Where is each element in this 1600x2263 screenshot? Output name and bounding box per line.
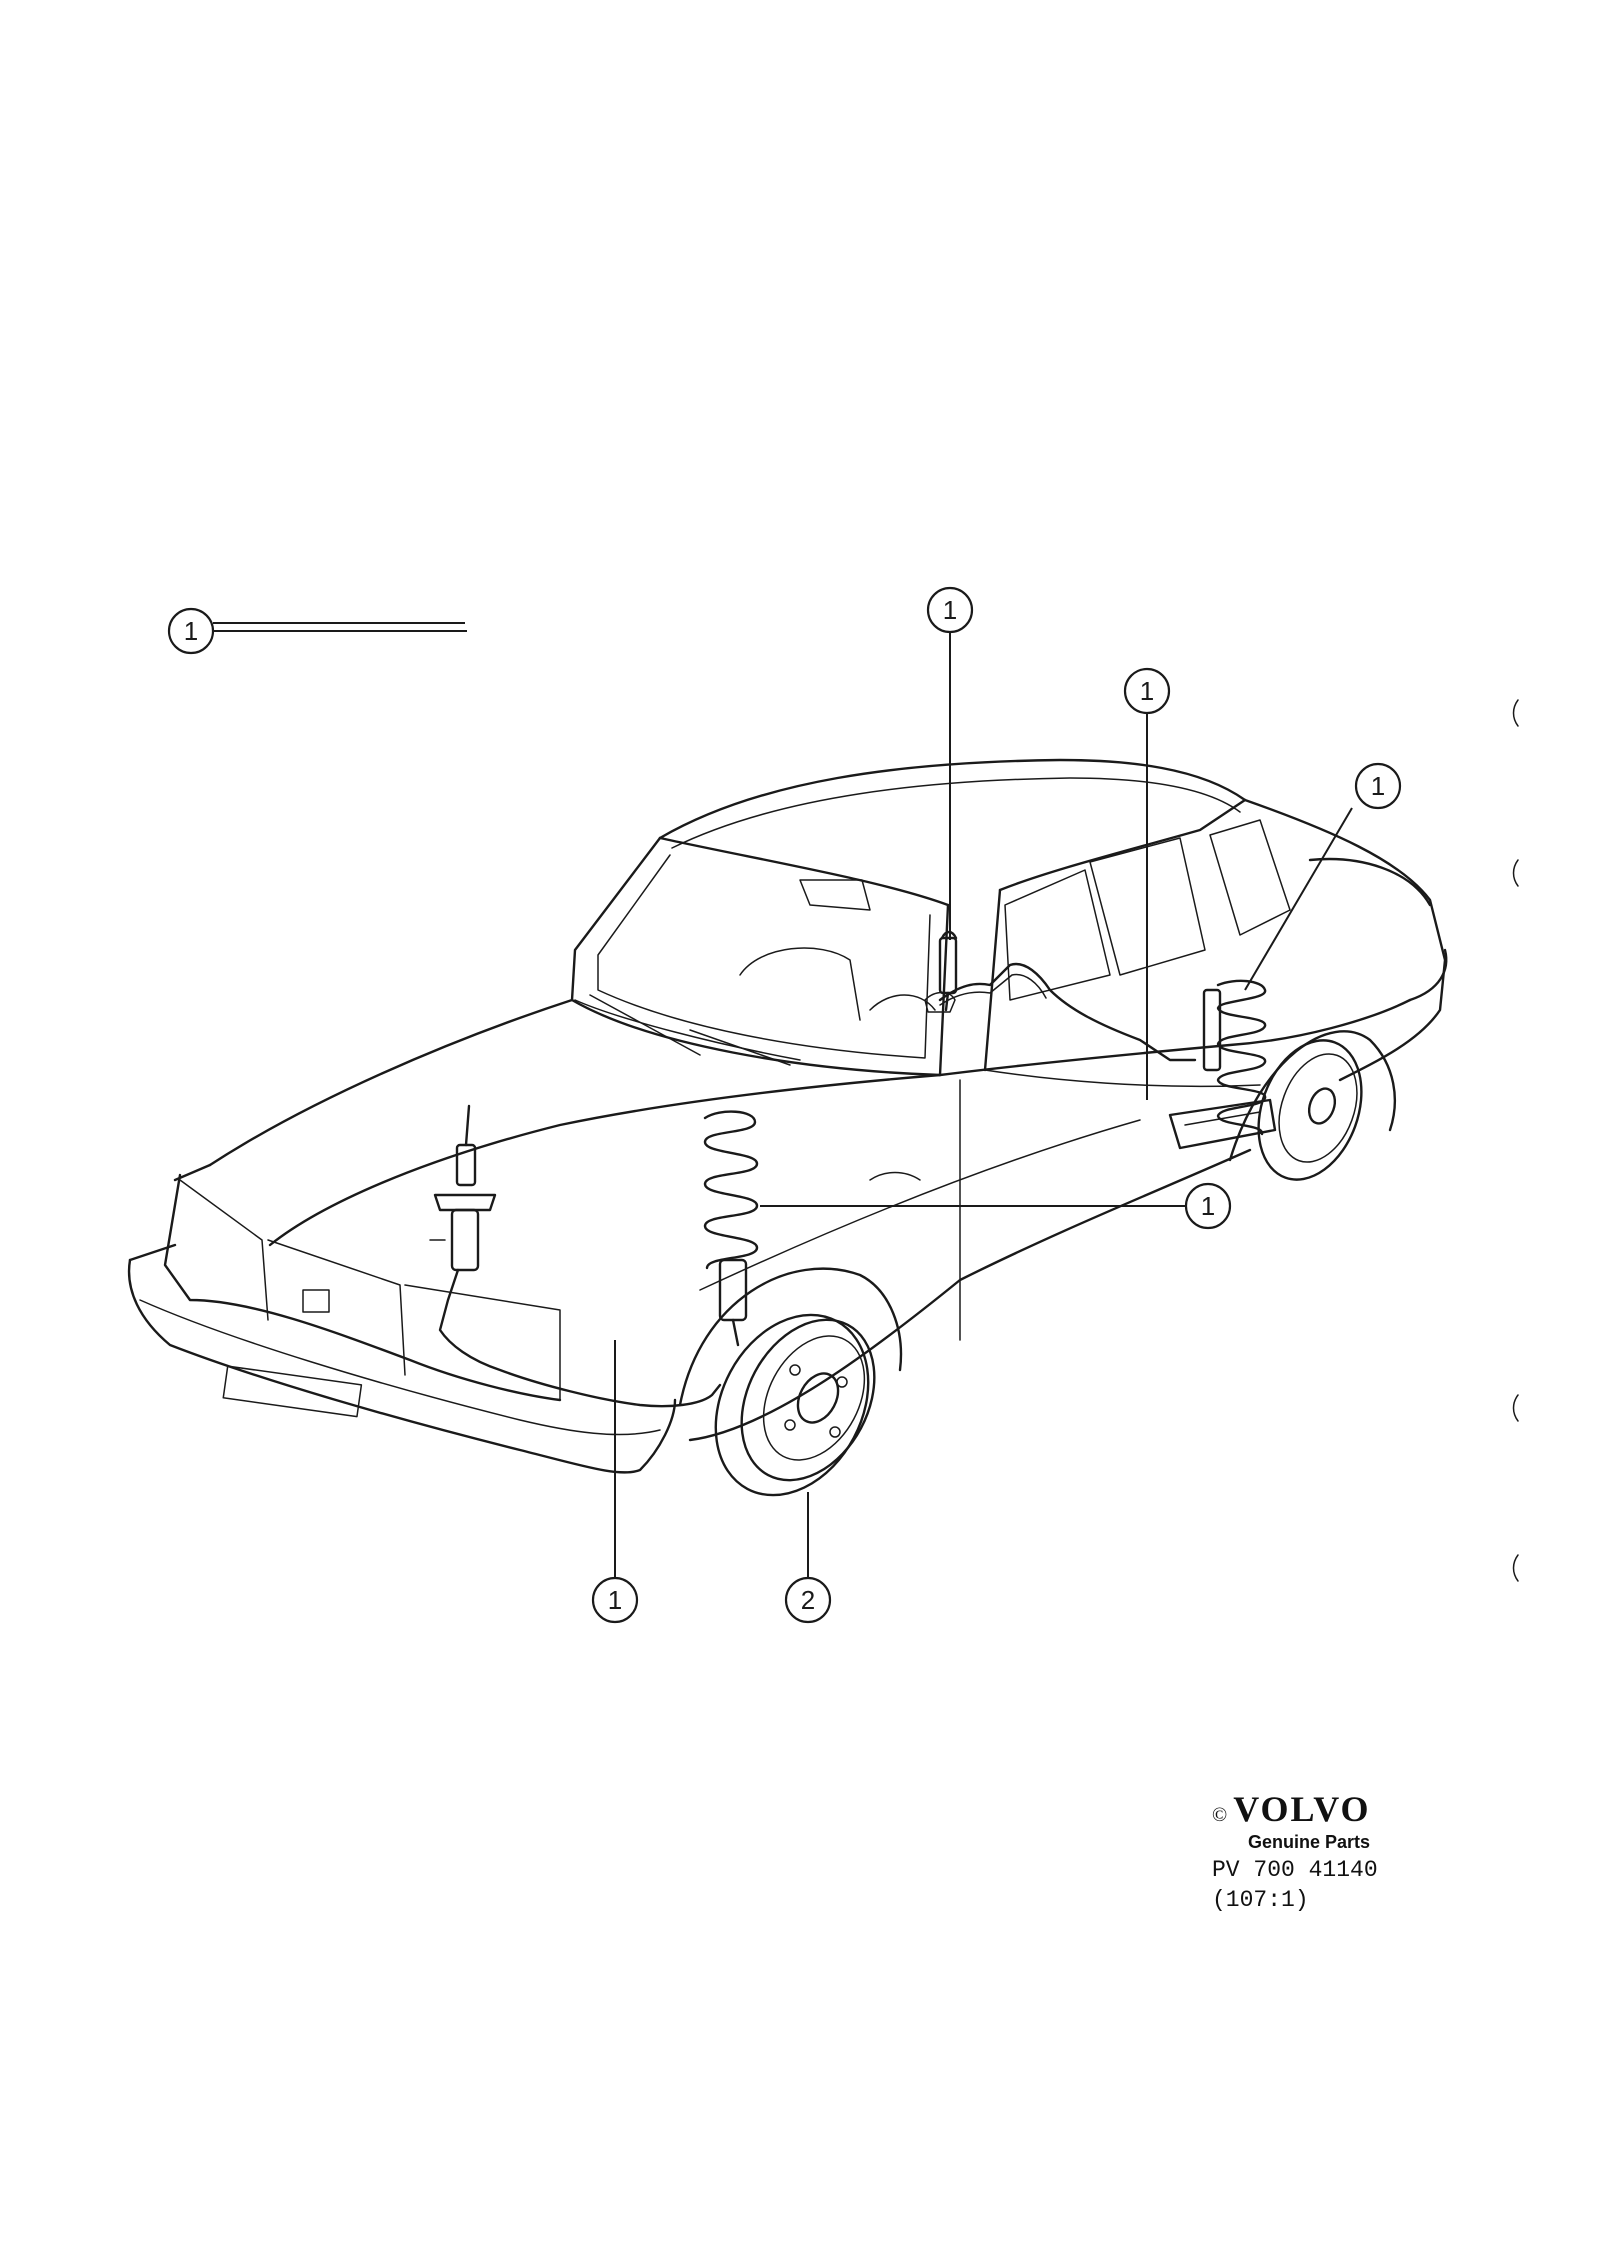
callout-1-windshield: 1	[926, 586, 974, 634]
callout-label: 1	[184, 616, 198, 646]
callout-label: 1	[1201, 1191, 1215, 1221]
callout-label: 1	[1371, 771, 1385, 801]
callout-label: 1	[1140, 676, 1154, 706]
coil-spring-icon	[1168, 979, 1277, 1150]
callout-label: 1	[943, 595, 957, 625]
callout-2-wheel: 2	[784, 1576, 832, 1624]
illustration-code: PV 700 41140	[1212, 1857, 1378, 1883]
callout-1-bumper: 1	[591, 1576, 639, 1624]
scan-margin-marks	[1512, 699, 1519, 1582]
callout-1-rear-spring: 1	[1354, 762, 1402, 810]
wheel-icon	[714, 1313, 876, 1497]
coil-spring-icon	[703, 1110, 759, 1347]
brand-block: © VOLVO Genuine Parts PV 700 41140 (107:…	[1212, 1788, 1412, 1913]
copyright-mark: ©	[1212, 1804, 1228, 1826]
page-reference: (107:1)	[1212, 1887, 1309, 1913]
callout-label: 1	[608, 1585, 622, 1615]
wheel-icon	[1257, 1039, 1363, 1181]
brand-tagline: Genuine Parts	[1248, 1832, 1371, 1852]
volvo-logo: VOLVO	[1233, 1789, 1371, 1829]
car-illustration-icon	[127, 758, 1448, 1474]
leader-lines	[213, 622, 1353, 1578]
callout-label: 2	[801, 1585, 815, 1615]
callout-1-front-spring: 1	[1184, 1182, 1232, 1230]
callout-1-hood: 1	[167, 607, 215, 655]
hydraulic-line	[938, 962, 1197, 1062]
shock-absorber-icon	[429, 1104, 722, 1408]
logo-row: © VOLVO	[1212, 1788, 1412, 1830]
callout-1-door: 1	[1123, 667, 1171, 715]
